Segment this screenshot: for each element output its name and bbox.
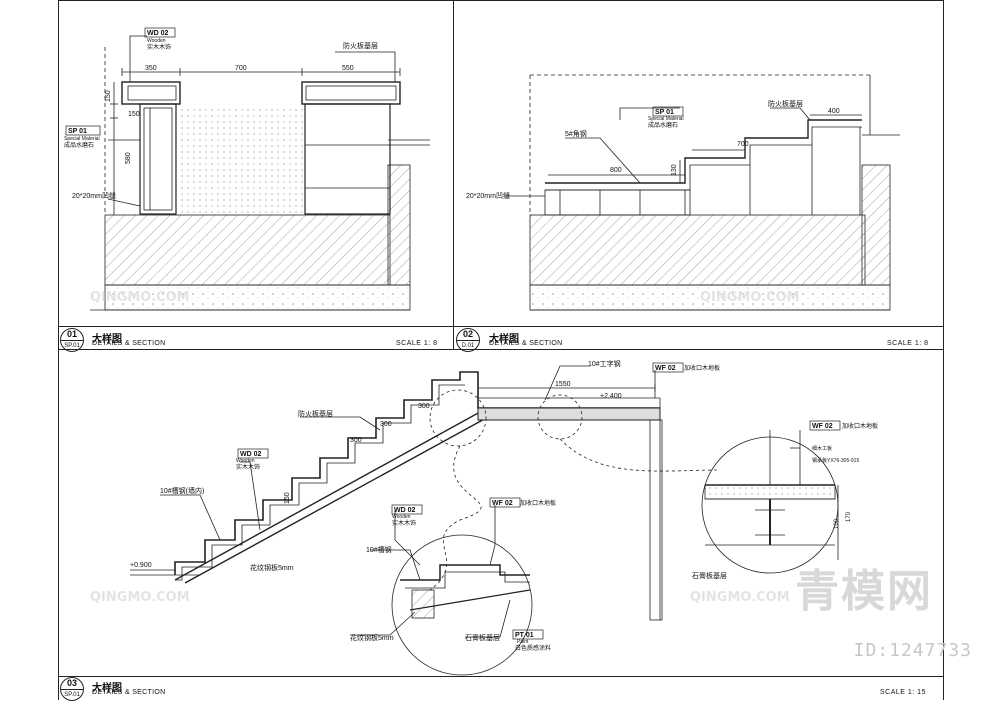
- p3-detail-wf-cn: 加收口木地板: [520, 499, 556, 507]
- p3-tag-wf-cn: 加收口木地板: [684, 364, 720, 372]
- p1-dim-550: 550: [342, 65, 354, 72]
- p2-tag-sp-sub: Special Material: [648, 116, 684, 122]
- p3-elev-top: +2.400: [600, 393, 622, 400]
- p3-right-dim-170: 170: [846, 511, 852, 522]
- p3-right-note2: 钢承板YX76-305-915: [812, 457, 859, 464]
- p3-detail-gypsum: 石膏板基层: [465, 633, 500, 642]
- panel2-title: 大样图: [489, 334, 519, 345]
- p2-dim-130: 130: [671, 164, 678, 176]
- p3-dim-300c: 300: [350, 437, 362, 444]
- panel3-scale: SCALE 1: 15: [880, 689, 926, 696]
- p1-dim-350: 350: [145, 65, 157, 72]
- p3-detail-wf: WF 02: [492, 500, 513, 507]
- watermark-site-4: QINGMO.COM: [690, 590, 790, 605]
- p3-dim-300b: 300: [380, 421, 392, 428]
- top-border: [58, 0, 943, 1]
- p3-tag-wd-sub: Wooden: [236, 458, 255, 464]
- p1-tag-sp-sub: Special Material: [64, 136, 100, 142]
- p3-right-dim-100: 100: [834, 518, 840, 529]
- right-border: [943, 0, 944, 700]
- p1-tag-wd-cn: 实木木饰: [147, 43, 171, 51]
- p3-right-note1: 细木工板: [812, 445, 832, 452]
- p1-tag-sp: SP 01: [68, 128, 87, 135]
- p1-dim-580: 580: [125, 152, 132, 164]
- p3-fireboard: 防火板基层: [298, 409, 333, 418]
- p3-detail-wd-cn: 实木木饰: [392, 519, 416, 527]
- p3-dim-150: 150: [284, 492, 291, 504]
- panel1-titleline: [58, 326, 453, 327]
- p3-detail-wd-sub: Wooden: [392, 514, 411, 520]
- p3-dim-300a: 300: [418, 403, 430, 410]
- panel1-drawing: [90, 35, 430, 311]
- panel2-number: 02: [457, 329, 479, 341]
- p1-tag-sp-cn: 成品水磨石: [64, 141, 94, 149]
- p1-tag-wd-sub: Wooden: [147, 38, 166, 44]
- panel3-subtitle: DETAILS & SECTION: [92, 689, 166, 696]
- p3-detail-checker: 花纹钢板5mm: [350, 633, 394, 642]
- panel1-number: 01: [61, 329, 83, 341]
- panel1-title: 大样图: [92, 334, 122, 345]
- watermark-site-2: QINGMO.COM: [700, 290, 800, 305]
- panel1-subtitle: DETAILS & SECTION: [92, 340, 166, 347]
- p3-dim-1550: 1550: [555, 381, 571, 388]
- panel2-scale: SCALE 1: 8: [887, 340, 929, 347]
- panel3-drawing: [130, 365, 839, 676]
- panel2-subtitle: DETAILS & SECTION: [489, 340, 563, 347]
- p3-right-wf-cn: 加收口木地板: [842, 422, 878, 430]
- panel3-number: 03: [61, 678, 83, 690]
- p2-dim-400: 400: [828, 108, 840, 115]
- vertical-divider: [453, 0, 454, 350]
- panel1-scale: SCALE 1: 8: [396, 340, 438, 347]
- p3-tag-wf: WF 02: [655, 365, 676, 372]
- panel3-number-badge: 03 SP.01: [60, 677, 84, 701]
- panel1-number-badge: 01 SP.01: [60, 328, 84, 352]
- watermark-brand: 青模网: [795, 566, 933, 617]
- p2-dim-800: 800: [610, 167, 622, 174]
- horizontal-divider: [58, 349, 943, 350]
- panel3-sheet-ref: SP.01: [64, 692, 80, 698]
- panel3-titleline: [58, 676, 943, 677]
- p2-angle: 5#角钢: [565, 129, 587, 138]
- p3-channel: 10#槽钢(墙内): [160, 486, 204, 495]
- p2-tag-sp: SP 01: [655, 109, 674, 116]
- p1-dim-150a: 150: [105, 90, 112, 102]
- p2-gap: 20*20mm凹缝: [466, 191, 510, 200]
- p3-checker: 花纹钢板5mm: [250, 563, 294, 572]
- p3-tag-pt-sub: Paint: [517, 639, 529, 645]
- watermark-site-3: QINGMO.COM: [90, 590, 190, 605]
- panel1-sheet-ref: SP.01: [64, 343, 80, 349]
- p3-detail-wd: WD 02: [394, 507, 416, 514]
- p2-fireboard: 防火板基层: [768, 99, 803, 108]
- p3-tag-wd-cn: 实木木饰: [236, 463, 260, 471]
- panel2-drawing: [505, 74, 900, 311]
- p1-dim-700: 700: [235, 65, 247, 72]
- left-border: [58, 0, 59, 700]
- p3-tag-wd: WD 02: [240, 451, 262, 458]
- watermark-id: ID:1247733: [853, 640, 972, 661]
- p3-tag-pt: PT 01: [515, 632, 534, 639]
- p3-right-wf: WF 02: [812, 423, 833, 430]
- p3-elev-low: +0.900: [130, 562, 152, 569]
- p2-dim-700: 700: [737, 141, 749, 148]
- panel2-number-badge: 02 D.01: [456, 328, 480, 352]
- panel2-titleline: [454, 326, 943, 327]
- watermark-site-1: QINGMO.COM: [90, 290, 190, 305]
- p3-detail-channel: 10#槽钢: [366, 545, 392, 554]
- p1-gap: 20*20mm凹缝: [72, 191, 116, 200]
- p1-tag-wd: WD 02: [147, 30, 169, 37]
- panel2-sheet-ref: D.01: [461, 343, 475, 349]
- p1-dim-150b: 150: [128, 111, 140, 118]
- p2-tag-sp-cn: 成品水磨石: [648, 121, 678, 129]
- panel3-title: 大样图: [92, 683, 122, 694]
- p3-ibeam: 10#工字钢: [588, 359, 621, 368]
- p3-tag-pt-cn: 白色质感涂料: [515, 644, 551, 652]
- p1-fireboard: 防火板基层: [343, 41, 378, 50]
- p3-right-gypsum: 石膏板基层: [692, 571, 727, 580]
